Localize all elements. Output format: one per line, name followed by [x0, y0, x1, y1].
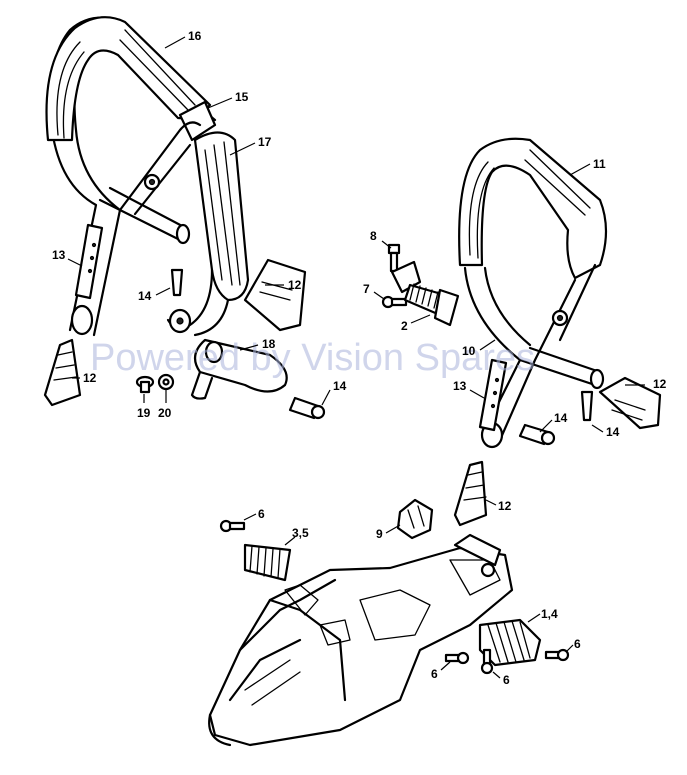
- grip-11: [458, 137, 608, 280]
- label-12-c: 12: [653, 377, 667, 391]
- screw-14-right-b: [518, 423, 550, 446]
- clamp-13-left: [74, 223, 104, 300]
- buffer-1-4: [478, 618, 542, 667]
- label-7: 7: [363, 282, 370, 296]
- label-14-left: 14: [138, 289, 152, 303]
- right-handlebar-assembly: [453, 137, 662, 527]
- label-20: 20: [158, 406, 172, 420]
- engine-housing: [208, 533, 514, 747]
- label-18: 18: [262, 337, 276, 351]
- label-14-center: 14: [333, 379, 347, 393]
- label-12-b: 12: [288, 278, 302, 292]
- label-11: 11: [593, 157, 606, 171]
- screw-14-right-a: [580, 390, 594, 422]
- buffer-3-5: [243, 543, 292, 582]
- leader-lines: [67, 36, 645, 679]
- label-16: 16: [188, 29, 202, 43]
- collar-15: [178, 100, 217, 142]
- pad-12-d: [453, 460, 488, 527]
- callout-labels: 16 15 17 11 8 7 2 13 14 12 12 18 10 12 1…: [52, 29, 667, 687]
- label-2: 2: [401, 319, 408, 333]
- screw-6-d: [544, 648, 570, 662]
- screw-8: [387, 243, 401, 273]
- screw-6-a: [219, 519, 246, 533]
- label-6-b: 6: [431, 667, 438, 681]
- label-15: 15: [235, 90, 249, 104]
- label-6-d: 6: [574, 637, 581, 651]
- label-12-a: 12: [83, 371, 97, 385]
- stop-9: [396, 498, 434, 540]
- label-12-d: 12: [498, 499, 512, 513]
- label-17: 17: [258, 135, 272, 149]
- screw-6-b: [444, 651, 470, 665]
- bolt-19: [135, 375, 155, 394]
- label-19: 19: [137, 406, 151, 420]
- pad-12-b: [243, 258, 307, 332]
- screw-14-center: [288, 396, 326, 420]
- pad-12-a: [43, 338, 82, 407]
- label-1-4: 1,4: [541, 607, 558, 621]
- label-13-left: 13: [52, 248, 66, 262]
- label-13-right: 13: [453, 379, 467, 393]
- label-8: 8: [370, 229, 377, 243]
- label-14-right-a: 14: [606, 425, 620, 439]
- screw-14-left: [170, 268, 184, 297]
- label-9: 9: [376, 527, 383, 541]
- clamp-13-right: [478, 358, 508, 432]
- spring-2: [390, 260, 460, 327]
- label-6-a: 6: [258, 507, 265, 521]
- screw-6-c: [480, 648, 494, 675]
- label-14-right-b: 14: [554, 411, 568, 425]
- washer-20: [157, 373, 175, 391]
- label-6-c: 6: [503, 673, 510, 687]
- screw-7: [381, 295, 408, 309]
- bracket-18: [190, 338, 288, 400]
- pad-12-c: [598, 376, 662, 430]
- watermark-text: Powered by Vision Spares: [90, 337, 535, 379]
- label-10: 10: [462, 344, 476, 358]
- label-3-5: 3,5: [292, 526, 309, 540]
- left-handlebar-assembly: [43, 16, 307, 407]
